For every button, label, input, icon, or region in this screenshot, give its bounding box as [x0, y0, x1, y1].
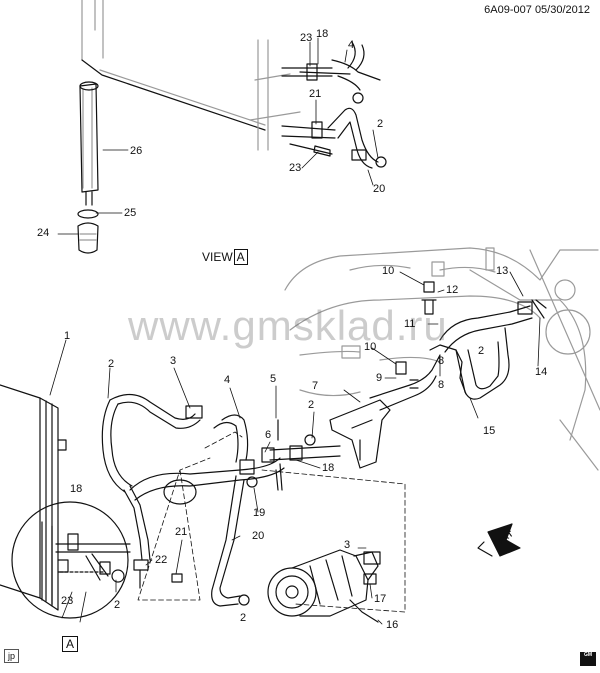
liquid-lines: [49, 339, 406, 613]
callout-25: 25: [124, 207, 137, 219]
callout-4-top: 4: [348, 39, 355, 51]
engine-bay-ghost: [284, 247, 600, 471]
callout-10-upper: 10: [382, 265, 395, 277]
callout-2-right: 2: [478, 345, 485, 357]
callout-13: 13: [496, 265, 509, 277]
callout-19: 19: [253, 507, 266, 519]
callout-1: 1: [64, 330, 71, 342]
condenser-assembly: [0, 384, 131, 623]
callout-11: 11: [404, 318, 416, 330]
callout-2-top: 2: [377, 118, 384, 130]
callout-2-detail: 2: [114, 599, 121, 611]
callout-18-mid: 18: [322, 462, 335, 474]
front-arrow: [477, 523, 521, 557]
callout-14: 14: [535, 366, 548, 378]
callout-22: 22: [155, 554, 168, 566]
suction-discharge-lines: [329, 271, 547, 469]
callout-21-lower: 21: [175, 526, 188, 538]
callout-6: 6: [265, 429, 272, 441]
callout-2-left: 2: [108, 358, 115, 370]
view-letter: A: [233, 249, 248, 265]
upper-assembly: [57, 0, 387, 254]
detail-letter: A: [62, 636, 79, 652]
callout-9: 9: [376, 372, 383, 384]
callout-17: 17: [374, 593, 387, 605]
callout-7: 7: [312, 380, 319, 392]
watermark: www.gmsklad.ru: [128, 302, 448, 349]
callout-15: 15: [483, 425, 496, 437]
callout-2-mid: 2: [308, 399, 315, 411]
diagram-code: 6A09-007 05/30/2012: [484, 4, 590, 16]
callout-8-right: 8: [438, 355, 445, 367]
callout-4-mid: 4: [224, 374, 231, 386]
jp-mark: jp: [4, 649, 20, 663]
callout-3-left: 3: [170, 355, 177, 367]
callout-24: 24: [37, 227, 50, 239]
callout-8-lower: 8: [438, 379, 445, 391]
callout-10-lower: 10: [364, 341, 377, 353]
callout-23-detail: 23: [61, 595, 74, 607]
callout-21-top: 21: [309, 88, 322, 100]
compressor: [267, 547, 383, 625]
callout-2-bottom: 2: [240, 612, 247, 624]
callout-20-lower: 20: [252, 530, 265, 542]
callout-16: 16: [386, 619, 399, 631]
callout-18-detail: 18: [70, 483, 83, 495]
callout-12: 12: [446, 284, 459, 296]
callout-26: 26: [130, 145, 143, 157]
gm-logo: GM: [580, 652, 596, 666]
callout-3-compressor: 3: [344, 539, 351, 551]
callout-18-top: 18: [316, 28, 329, 40]
callout-23-mid: 23: [289, 162, 302, 174]
callout-23-top: 23: [300, 32, 313, 44]
callout-5: 5: [270, 373, 277, 385]
callout-20-top: 20: [373, 183, 386, 195]
